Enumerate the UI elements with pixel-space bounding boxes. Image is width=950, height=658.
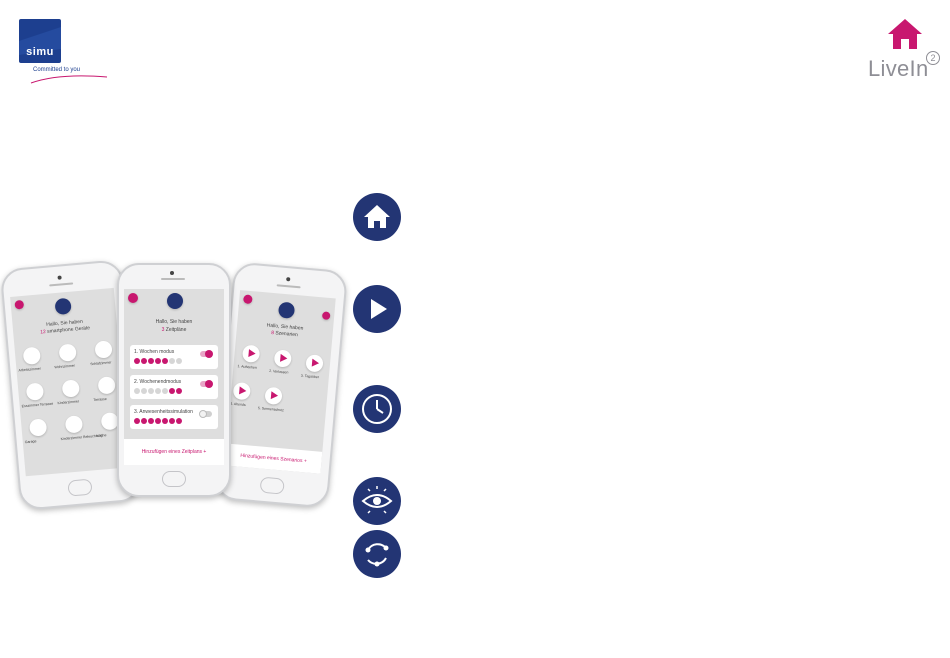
simu-logo-text: simu xyxy=(26,46,54,58)
add-schedule-link[interactable]: Hinzufügen eines Zeitplans + xyxy=(141,449,207,455)
schedules-greeting: Hallo, Sie haben xyxy=(155,319,193,325)
house-icon xyxy=(54,297,72,316)
phone-camera xyxy=(170,271,174,275)
device-tile[interactable] xyxy=(28,418,48,437)
device-label: Küche xyxy=(96,433,107,438)
simu-tagline: Committed to you xyxy=(33,67,81,73)
scenarios-count-label: Szenarien xyxy=(275,330,299,339)
scenario-button[interactable] xyxy=(273,349,293,368)
phone-speaker xyxy=(276,284,301,289)
livein-house-icon xyxy=(888,19,922,49)
clock-icon xyxy=(353,385,401,433)
livein-wordmark: LiveIn xyxy=(868,56,929,81)
scenario-button[interactable] xyxy=(241,344,261,363)
device-tile[interactable] xyxy=(25,382,45,401)
scenario-button[interactable] xyxy=(264,386,283,406)
add-scenario-link[interactable]: Hinzufügen eines Szenarios + xyxy=(240,452,307,465)
phone-home-button xyxy=(162,471,186,487)
livein-logo: LiveIn 2 xyxy=(868,19,940,81)
schedule-card[interactable]: 1. Wochen modus xyxy=(130,345,218,369)
schedule-title: 2. Wochenendmodus xyxy=(134,379,182,385)
device-label: Schlafzimmer xyxy=(90,360,112,367)
schedule-card[interactable]: 2. Wochenendmodus xyxy=(130,375,218,399)
device-tile[interactable] xyxy=(97,376,116,395)
schedule-card[interactable]: 3. Anwesenheitssimulation xyxy=(130,405,218,429)
menu-icon[interactable] xyxy=(128,293,138,303)
schedule-toggle[interactable] xyxy=(200,350,213,358)
device-label: Arbeitszimmer xyxy=(18,366,42,373)
device-tile[interactable] xyxy=(64,415,84,434)
phone-speaker xyxy=(161,278,185,280)
devices-screen: Hallo, Sie haben 12 smartphone Geräte Ar… xyxy=(10,287,130,477)
menu-icon[interactable] xyxy=(14,299,25,310)
schedule-title: 1. Wochen modus xyxy=(134,349,175,355)
simu-logo: simu Committed to you xyxy=(19,19,109,84)
device-label: Esszimmer Terrasse xyxy=(21,401,54,409)
scenario-label: 3. Tagsüber xyxy=(300,373,320,380)
schedule-toggle[interactable] xyxy=(200,380,213,388)
schedules-count-label: Zeitpläne xyxy=(165,327,187,333)
simu-logo-box: simu xyxy=(19,19,61,63)
schedules-count: 3 xyxy=(161,327,165,333)
device-tile[interactable] xyxy=(61,379,81,398)
schedule-days xyxy=(134,358,183,364)
phone-scenarios: Hallo, Sie haben 8 Szenarien 1. Aufstehe… xyxy=(213,261,349,509)
devices-count: 12 xyxy=(40,329,47,336)
phone-camera xyxy=(57,275,62,280)
device-tile[interactable] xyxy=(94,340,113,359)
livein-superscript: 2 xyxy=(926,51,940,65)
play-icon xyxy=(277,301,296,319)
play-icon xyxy=(353,285,401,333)
schedule-title: 3. Anwesenheitssimulation xyxy=(134,409,193,415)
scenarios-footer-bar: Hinzufügen eines Szenarios + xyxy=(224,443,323,474)
scenarios-screen: Hallo, Sie haben 8 Szenarien 1. Aufstehe… xyxy=(224,290,336,474)
sync-icon xyxy=(353,530,401,578)
scenario-label: 1. Aufstehen xyxy=(237,364,258,370)
phone-schedules: Hallo, Sie haben 3 Zeitpläne 1. Wochen m… xyxy=(117,263,231,497)
device-label: Wohnzimmer xyxy=(54,363,76,370)
phone-home-button xyxy=(259,476,285,495)
scenario-button[interactable] xyxy=(232,381,252,401)
device-label: Garage xyxy=(24,439,37,445)
phone-speaker xyxy=(49,282,74,287)
clock-icon xyxy=(167,293,183,309)
schedule-days xyxy=(134,388,183,394)
simu-swoosh-icon xyxy=(30,75,108,84)
device-tile[interactable] xyxy=(22,346,42,366)
scenario-label: 5. Sonnenschutz xyxy=(257,406,285,413)
house-icon xyxy=(353,193,401,241)
menu-icon[interactable] xyxy=(242,294,253,305)
device-label: Kinderzimmer xyxy=(57,399,80,406)
scenario-label: 2. Verlassen xyxy=(269,368,289,375)
schedules-footer-bar: Hinzufügen eines Zeitplans + xyxy=(124,439,224,465)
phone-camera xyxy=(286,277,291,282)
scenarios-count: 8 xyxy=(270,329,275,337)
edit-icon[interactable] xyxy=(321,311,331,321)
scenario-button[interactable] xyxy=(305,354,324,373)
schedule-toggle[interactable] xyxy=(199,410,212,418)
device-tile[interactable] xyxy=(58,343,77,362)
eye-icon xyxy=(353,477,401,525)
schedules-screen: Hallo, Sie haben 3 Zeitpläne 1. Wochen m… xyxy=(124,289,224,465)
phone-home-button xyxy=(67,478,93,497)
device-label: Terrasse xyxy=(93,396,107,403)
schedule-days xyxy=(134,418,183,424)
scenario-label: 4. Abends xyxy=(230,401,246,407)
